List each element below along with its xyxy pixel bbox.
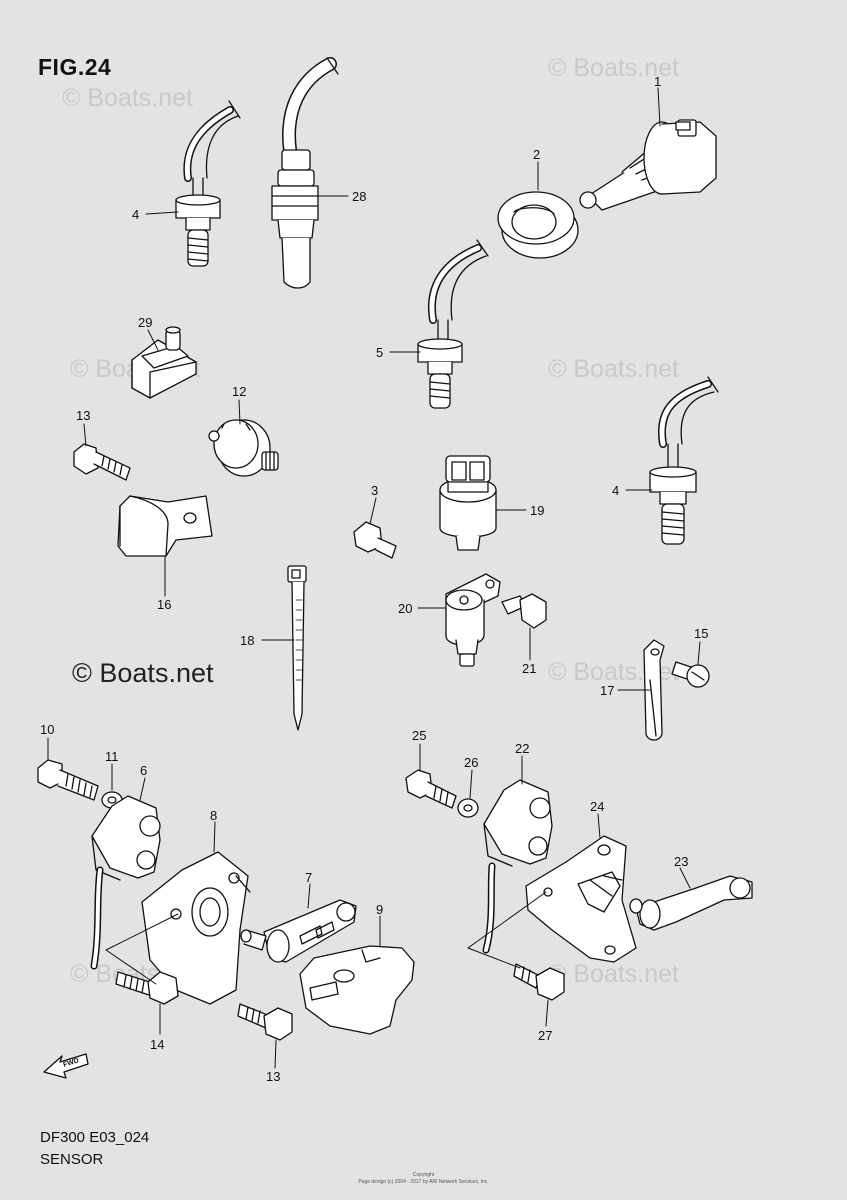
watermark-faint: © Boats.net [62, 84, 193, 112]
part-22-sensor [482, 779, 553, 954]
callout-26: 26 [464, 755, 478, 770]
copyright-line-2: Page design (c) 2004 - 2017 by ARI Netwo… [358, 1179, 489, 1185]
part-17-strap [643, 639, 665, 741]
diagram-code: DF300 E03_024 [40, 1129, 150, 1146]
callout-2: 2 [533, 147, 540, 162]
part-29-clip [131, 326, 197, 399]
part-24-bracket [525, 835, 637, 963]
callout-3: 3 [371, 483, 378, 498]
callout-8: 8 [210, 808, 217, 823]
callout-7: 7 [305, 870, 312, 885]
part-2-grommet [497, 191, 579, 259]
callout-14: 14 [150, 1037, 164, 1052]
fwd-arrow-icon: FWD [43, 1053, 89, 1079]
watermark-faint: © Boats.net [548, 54, 679, 82]
part-1-connector-sensor [579, 119, 717, 211]
callout-15: 15 [694, 626, 708, 641]
part-8-bracket [141, 851, 251, 1005]
callout-13-upper: 13 [76, 408, 90, 423]
part-20-sensor-bracket [445, 573, 501, 667]
callout-5: 5 [376, 345, 383, 360]
callout-22: 22 [515, 741, 529, 756]
part-21-bolt [501, 593, 547, 629]
part-4-sensor [175, 100, 241, 267]
leader-lines [47, 87, 701, 1069]
callout-16: 16 [157, 597, 171, 612]
part-27-bolt [513, 963, 565, 1001]
callout-29: 29 [138, 315, 152, 330]
watermark-boats-net: © Boats.net [72, 658, 214, 688]
callout-13-lower: 13 [266, 1069, 280, 1084]
part-14-bolt [115, 971, 179, 1005]
callout-27: 27 [538, 1028, 552, 1043]
callout-25: 25 [412, 728, 426, 743]
callout-6: 6 [140, 763, 147, 778]
callout-17: 17 [600, 683, 614, 698]
callout-1: 1 [654, 74, 661, 89]
callout-12: 12 [232, 384, 246, 399]
callout-10: 10 [40, 722, 54, 737]
part-23-lever [629, 875, 753, 931]
part-9-sensor-housing [299, 945, 415, 1035]
watermark-faint: © Boats.net [548, 355, 679, 383]
watermark-faint: © Boats.net [548, 960, 679, 988]
callout-19: 19 [530, 503, 544, 518]
part-4-sensor-right [649, 376, 719, 545]
copyright-notice: Copyright Page design (c) 2004 - 2017 by… [0, 1172, 847, 1186]
part-28-probe-sensor [271, 57, 339, 289]
fwd-label: FWD [62, 1057, 79, 1069]
part-18-cable-tie [287, 565, 307, 731]
part-25-bolt [405, 769, 457, 809]
part-7-lever [240, 899, 357, 963]
part-6-sensor [90, 795, 161, 970]
part-13-bolt-upper [73, 443, 131, 481]
diagram-name: SENSOR [40, 1151, 104, 1168]
part-16-clamp [117, 495, 213, 557]
part-10-bolt [37, 759, 99, 801]
part-3-bolt [353, 521, 397, 559]
callout-23: 23 [674, 854, 688, 869]
callout-24: 24 [590, 799, 604, 814]
figure-title: FIG.24 [38, 54, 112, 80]
part-15-screw [671, 661, 710, 688]
callout-labels: 1 2 3 4 4 5 6 7 8 9 10 11 12 13 13 14 15… [40, 74, 708, 1084]
callout-9: 9 [376, 902, 383, 917]
callout-11: 11 [105, 749, 119, 764]
copyright-line-1: Copyright [412, 1172, 435, 1178]
callout-18: 18 [240, 633, 254, 648]
part-26-washer [457, 798, 479, 818]
callout-21: 21 [522, 661, 536, 676]
callout-28: 28 [352, 189, 366, 204]
callout-20: 20 [398, 601, 412, 616]
part-19-pressure-switch [439, 455, 497, 551]
callout-4-top: 4 [132, 207, 139, 222]
part-5-sensor [417, 239, 489, 409]
callout-4-right: 4 [612, 483, 619, 498]
part-13-bolt-lower [237, 1003, 293, 1041]
part-12-knock-sensor [208, 419, 279, 477]
